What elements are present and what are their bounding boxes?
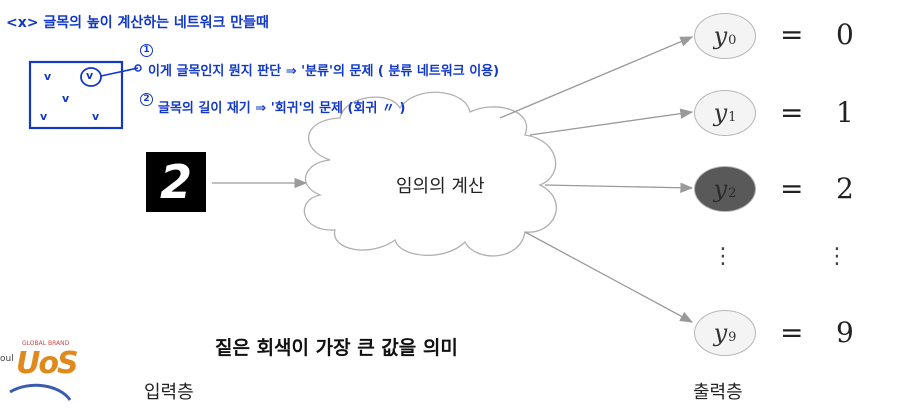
- note1-number: 1: [140, 44, 153, 57]
- node-var: y: [714, 22, 728, 50]
- ellipsis: ⋮: [712, 252, 734, 262]
- box-mark: v: [44, 70, 51, 83]
- output-value: 2: [836, 172, 854, 205]
- node-var: y: [714, 99, 728, 127]
- note2-number: 2: [140, 93, 153, 106]
- annotation-title: <x> 글목의 높이 계산하는 네트워크 만들때: [6, 12, 269, 32]
- node-sub: 9: [728, 330, 736, 345]
- logo-swoosh: [10, 385, 70, 400]
- output-value: 9: [836, 316, 854, 349]
- equals-sign: =: [780, 316, 803, 349]
- box-mark: v: [40, 110, 47, 123]
- output-layer-label: 출력층: [693, 378, 743, 404]
- arrow-to-y0: [500, 37, 692, 118]
- caption: 짙은 회색이 가장 큰 값을 의미: [215, 333, 458, 360]
- arrow-to-y1: [530, 112, 692, 135]
- equals-sign: =: [780, 172, 803, 205]
- arrow-to-y9: [525, 232, 692, 322]
- box-mark: v: [62, 92, 69, 105]
- annotation-note2: 글목의 길이 재기 ⇒ '회귀'의 문제 (회귀 〃 ): [158, 97, 405, 116]
- node-sub: 2: [728, 186, 736, 201]
- input-layer-label: 입력층: [144, 378, 194, 404]
- box-mark: v: [92, 110, 99, 123]
- node-sub: 0: [728, 33, 736, 48]
- logo: UoS: [16, 346, 77, 381]
- equals-sign: =: [780, 18, 803, 51]
- annotation-note1: 이게 글목인지 뭔지 판단 ⇒ '분류'의 문제 ( 분류 네트워크 이용): [148, 60, 499, 79]
- node-var: y: [714, 175, 728, 203]
- box-mark: v: [86, 69, 93, 82]
- node-var: y: [714, 319, 728, 347]
- node-sub: 1: [728, 110, 736, 125]
- equals-sign: =: [780, 96, 803, 129]
- output-value: 1: [836, 96, 854, 129]
- logo-left-text: oul: [0, 354, 12, 365]
- input-digit: 2: [160, 155, 192, 209]
- cloud-label: 임의의 계산: [396, 172, 485, 198]
- arrow-to-y2: [545, 185, 692, 188]
- output-value: 0: [836, 18, 854, 51]
- input-digit-image: 2: [146, 152, 206, 212]
- ellipsis: ⋮: [826, 252, 848, 262]
- sketch-link: [101, 68, 138, 76]
